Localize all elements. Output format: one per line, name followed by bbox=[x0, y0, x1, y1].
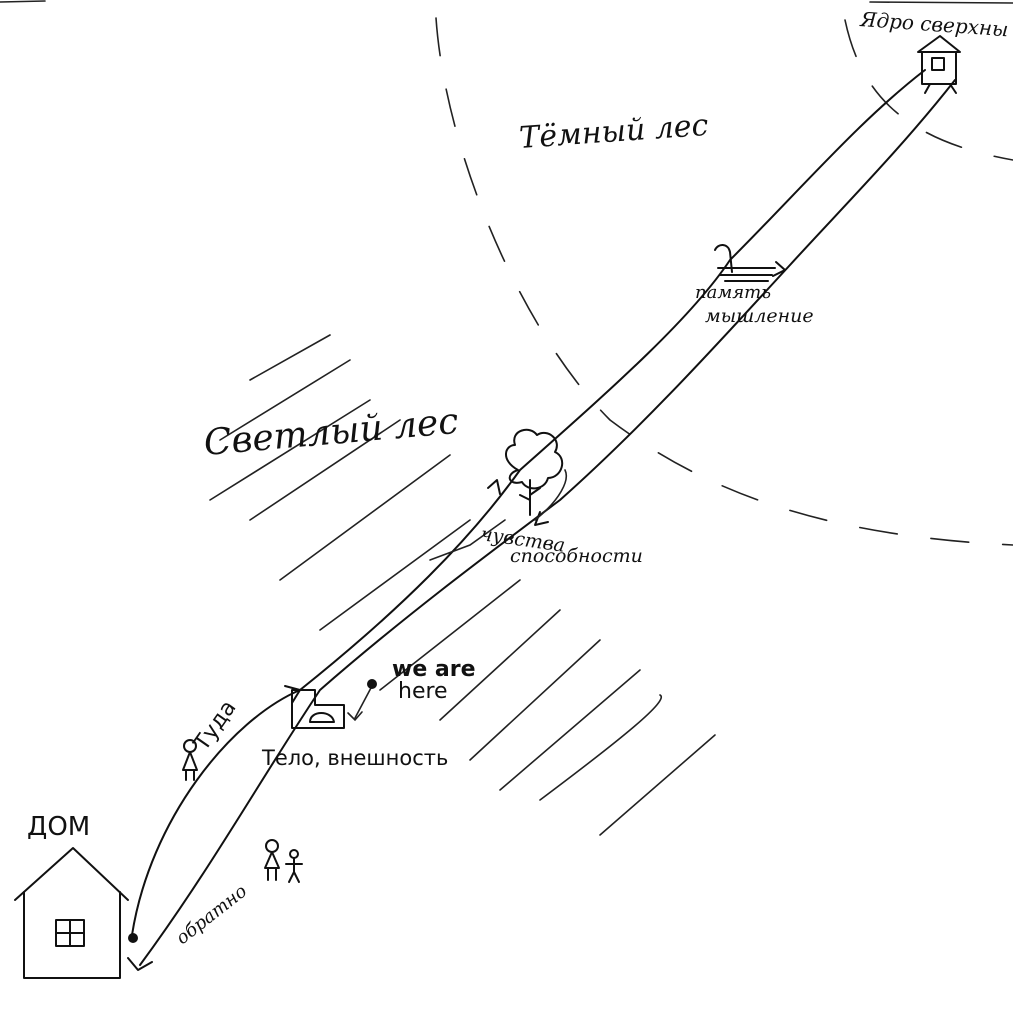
arrow-head-back bbox=[127, 957, 153, 971]
tree-icon bbox=[505, 428, 564, 516]
person-icon bbox=[182, 739, 198, 781]
we-are-label: we are bbox=[392, 657, 476, 682]
dark-forest-boundary bbox=[435, 17, 1013, 546]
memory-label: память bbox=[695, 282, 771, 303]
light-forest-hatching bbox=[209, 334, 716, 836]
light-forest-label: Светлый лес bbox=[202, 401, 460, 464]
here-label: here bbox=[398, 679, 448, 704]
dark-forest-label: Тёмный лес bbox=[518, 108, 710, 156]
top-edge-line bbox=[0, 0, 46, 3]
house-icon bbox=[14, 847, 129, 979]
there-label: Туда bbox=[189, 696, 242, 756]
we-are-here-pointer bbox=[354, 685, 373, 719]
fountain-icon bbox=[714, 244, 776, 282]
home-label: ДОМ bbox=[27, 812, 90, 842]
abilities-label: способности bbox=[510, 545, 643, 567]
we-are-here-dot bbox=[367, 679, 377, 689]
people-icon bbox=[264, 839, 303, 883]
arrow-head-memory bbox=[772, 261, 786, 277]
back-label: обратно bbox=[172, 881, 251, 949]
thinking-label: мышление bbox=[705, 305, 814, 327]
core-label: Ядро сверхны bbox=[859, 7, 1010, 41]
body-label: Тело, внешность bbox=[261, 746, 448, 770]
body-icon bbox=[291, 689, 345, 729]
home-dot bbox=[128, 933, 138, 943]
path-there bbox=[131, 69, 926, 936]
path-back bbox=[139, 79, 956, 966]
top-edge-line-right bbox=[869, 1, 1013, 4]
hut-icon bbox=[917, 35, 961, 94]
arrow-head-feelings bbox=[487, 479, 501, 495]
